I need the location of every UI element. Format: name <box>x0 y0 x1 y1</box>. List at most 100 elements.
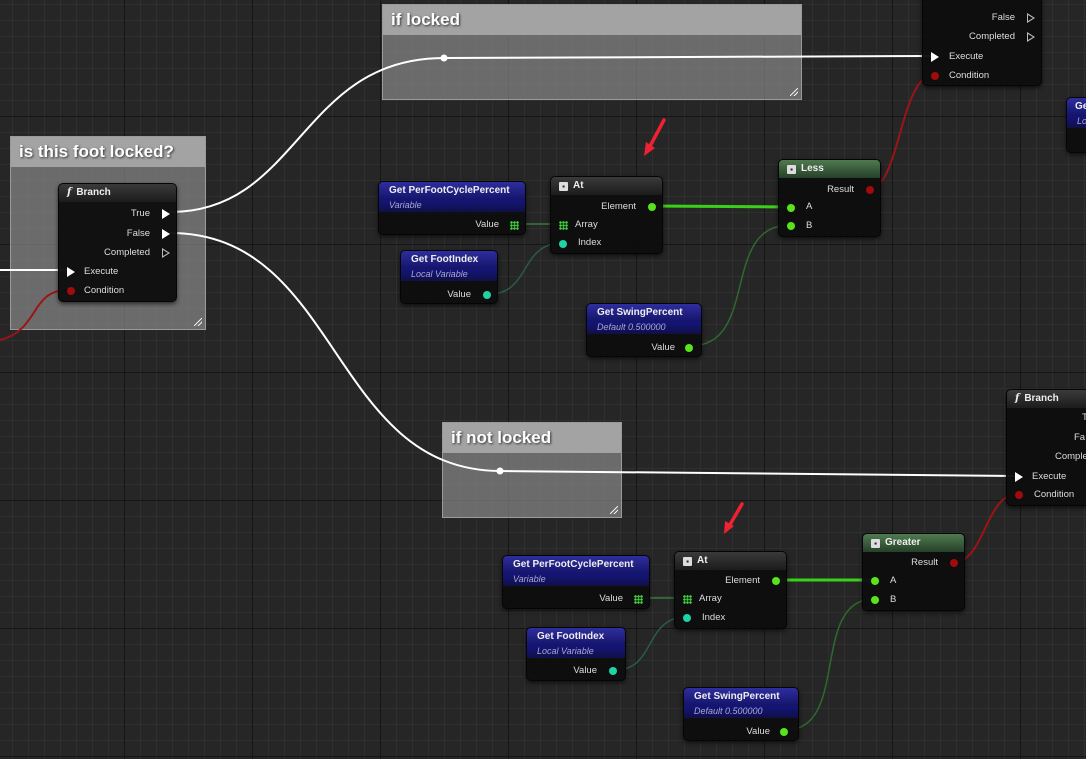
pin-label-array: Array <box>699 593 722 604</box>
array-get-at-node-top[interactable]: ▪At Element Array Index <box>550 176 663 254</box>
resize-grip-icon[interactable] <box>610 506 618 514</box>
resize-grip-icon[interactable] <box>194 318 202 326</box>
array-function-icon: ▪ <box>559 182 568 191</box>
node-header[interactable]: Get PerFootCyclePercent <box>379 182 525 200</box>
array-pin-array-icon[interactable] <box>559 221 568 230</box>
resize-grip-icon[interactable] <box>790 88 798 96</box>
math-function-icon: ▪ <box>787 165 796 174</box>
node-subtitle: Default 0.500000 <box>684 706 798 718</box>
float-wire-at-top-element <box>650 204 792 209</box>
array-pin-array-icon[interactable] <box>683 595 692 604</box>
bool-pin-result-icon[interactable] <box>866 186 874 194</box>
float-wire-swing-top <box>689 224 791 347</box>
float-pin-value-icon[interactable] <box>685 344 693 352</box>
exec-pin-false-icon[interactable] <box>1027 13 1035 23</box>
array-pin-value-icon[interactable] <box>510 221 519 230</box>
pin-label-condition: Condition <box>949 70 990 81</box>
node-subtitle: Loc <box>1067 116 1086 128</box>
bool-pin-condition-icon[interactable] <box>67 287 75 295</box>
greater-node[interactable]: ▪Greater Result A B <box>862 533 965 611</box>
pin-label-array: Array <box>575 219 598 230</box>
get-footindex-node-top[interactable]: Get FootIndex Local Variable Value <box>400 250 498 304</box>
int-pin-index-icon[interactable] <box>683 614 691 622</box>
comment-if-locked[interactable]: if locked <box>382 4 802 100</box>
int-pin-index-icon[interactable] <box>559 240 567 248</box>
pin-label-value: Value <box>447 289 471 300</box>
node-header[interactable]: ▪Greater <box>863 534 964 552</box>
float-pin-value-icon[interactable] <box>780 728 788 736</box>
exec-pin-completed-icon[interactable] <box>162 248 170 258</box>
pin-label-b: B <box>890 594 897 605</box>
float-pin-b-icon[interactable] <box>871 596 879 604</box>
node-header[interactable]: Get FootIndex <box>401 251 497 269</box>
node-header[interactable]: Get SwingPercent <box>684 688 798 706</box>
exec-pin-completed-icon[interactable] <box>1027 32 1035 42</box>
pin-label-false: Fa <box>1074 432 1086 443</box>
bool-pin-condition-icon[interactable] <box>931 72 939 80</box>
node-header[interactable]: Get PerFootCyclePercent <box>503 556 649 574</box>
pin-label-index: Index <box>702 612 726 623</box>
math-function-icon: ▪ <box>871 539 880 548</box>
pin-label-execute: Execute <box>949 51 984 62</box>
node-header[interactable]: Ge <box>1067 98 1086 116</box>
pin-label-false: False <box>991 12 1015 23</box>
node-subtitle: Variable <box>379 200 525 212</box>
exec-pin-false-icon[interactable] <box>162 229 170 239</box>
function-icon: f <box>1015 393 1020 404</box>
node-header[interactable]: Get FootIndex <box>527 628 625 646</box>
node-header[interactable]: ▪At <box>675 552 786 570</box>
get-perfootcyclepercent-node-top[interactable]: Get PerFootCyclePercent Variable Value <box>378 181 526 235</box>
exec-pin-execute-icon[interactable] <box>67 267 75 277</box>
bool-pin-result-icon[interactable] <box>950 559 958 567</box>
array-pin-value-icon[interactable] <box>634 595 643 604</box>
bool-pin-condition-icon[interactable] <box>1015 491 1023 499</box>
node-header[interactable]: ▪At <box>551 177 662 195</box>
get-footindex-node-bottom[interactable]: Get FootIndex Local Variable Value <box>526 627 626 681</box>
comment-title[interactable]: is this foot locked? <box>11 137 205 167</box>
annotation-arrow-icon <box>724 502 744 534</box>
node-header[interactable]: ▪Less <box>779 160 880 178</box>
pin-label-completed: Completed <box>969 31 1015 42</box>
float-pin-a-icon[interactable] <box>871 577 879 585</box>
branch-node-top[interactable]: False Completed Execute Condition <box>922 0 1042 86</box>
float-pin-b-icon[interactable] <box>787 222 795 230</box>
get-perfootcyclepercent-node-bottom[interactable]: Get PerFootCyclePercent Variable Value <box>502 555 650 609</box>
int-pin-value-icon[interactable] <box>483 291 491 299</box>
less-node[interactable]: ▪Less Result A B <box>778 159 881 237</box>
pin-label-value: Value <box>573 665 597 676</box>
float-pin-element-icon[interactable] <box>648 203 656 211</box>
get-swingpercent-node-bottom[interactable]: Get SwingPercent Default 0.500000 Value <box>683 687 799 741</box>
pin-label-true: True <box>130 208 150 219</box>
int-pin-value-icon[interactable] <box>609 667 617 675</box>
pin-label-a: A <box>806 201 813 212</box>
annotation-arrow-icon <box>644 118 666 156</box>
partial-variable-node[interactable]: Ge Loc <box>1066 97 1086 153</box>
node-header[interactable]: Get SwingPercent <box>587 304 701 322</box>
pin-label-condition: Condition <box>1034 489 1075 500</box>
pin-label-value: Value <box>746 726 770 737</box>
exec-pin-execute-icon[interactable] <box>931 52 939 62</box>
pin-label-value: Value <box>599 593 623 604</box>
pin-label-true: T <box>1082 412 1086 423</box>
pin-label-completed: Comple <box>1055 451 1086 462</box>
comment-if-not-locked[interactable]: if not locked <box>442 422 622 518</box>
pin-label-result: Result <box>911 557 938 568</box>
float-pin-element-icon[interactable] <box>772 577 780 585</box>
exec-pin-execute-icon[interactable] <box>1015 472 1023 482</box>
comment-title[interactable]: if locked <box>383 5 801 35</box>
pin-label-element: Element <box>601 201 636 212</box>
pin-label-false: False <box>126 228 150 239</box>
node-subtitle: Local Variable <box>527 646 625 658</box>
get-swingpercent-node-top[interactable]: Get SwingPercent Default 0.500000 Value <box>586 303 702 357</box>
pin-label-element: Element <box>725 575 760 586</box>
exec-pin-true-icon[interactable] <box>162 209 170 219</box>
comment-title[interactable]: if not locked <box>443 423 621 453</box>
pin-label-b: B <box>806 220 813 231</box>
float-pin-a-icon[interactable] <box>787 204 795 212</box>
pin-label-condition: Condition <box>84 285 125 296</box>
array-get-at-node-bottom[interactable]: ▪At Element Array Index <box>674 551 787 629</box>
